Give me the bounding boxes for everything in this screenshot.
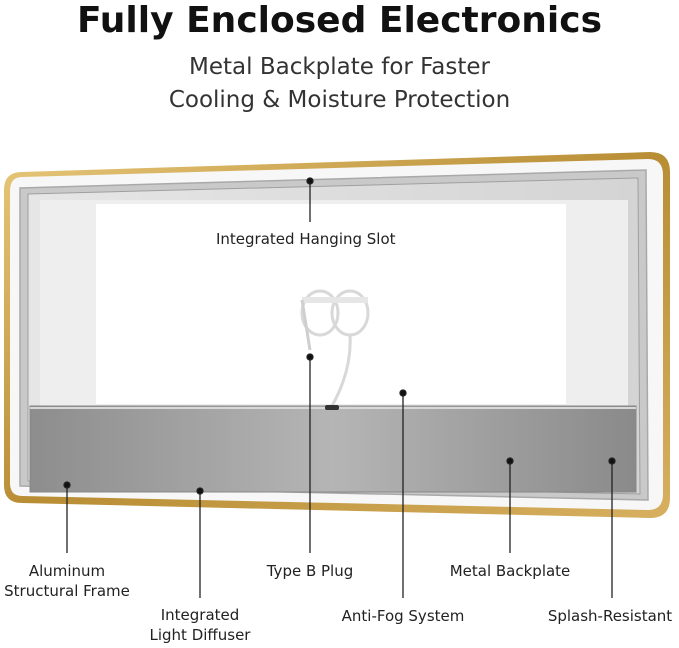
label-integrated-light-diffuser: Integrated Light Diffuser	[137, 605, 263, 645]
label-anti-fog-system: Anti-Fog System	[341, 607, 465, 625]
page-title: Fully Enclosed Electronics	[76, 0, 602, 41]
type-b-cable	[300, 289, 370, 407]
label-aluminum-structural-frame: Aluminum Structural Frame	[0, 561, 134, 601]
label-integrated-hanging-slot: Integrated Hanging Slot	[216, 230, 396, 248]
leader-lines	[63, 177, 616, 598]
page-subtitle-line-1: Metal Backplate for Faster	[189, 54, 490, 80]
label-aluminum-line-1: Aluminum	[28, 562, 106, 580]
type-b-plug-connector	[325, 405, 339, 410]
label-diffuser-line-1: Integrated	[160, 606, 240, 624]
label-metal-backplate: Metal Backplate	[449, 562, 571, 580]
label-diffuser-line-2: Light Diffuser	[149, 626, 251, 644]
light-diffuser-center	[96, 204, 566, 404]
label-aluminum-line-2: Structural Frame	[4, 582, 130, 600]
page-subtitle-line-2: Cooling & Moisture Protection	[168, 87, 511, 113]
metal-backplate	[29, 405, 637, 493]
label-type-b-plug: Type B Plug	[266, 562, 354, 580]
label-splash-resistant: Splash-Resistant	[547, 607, 673, 625]
